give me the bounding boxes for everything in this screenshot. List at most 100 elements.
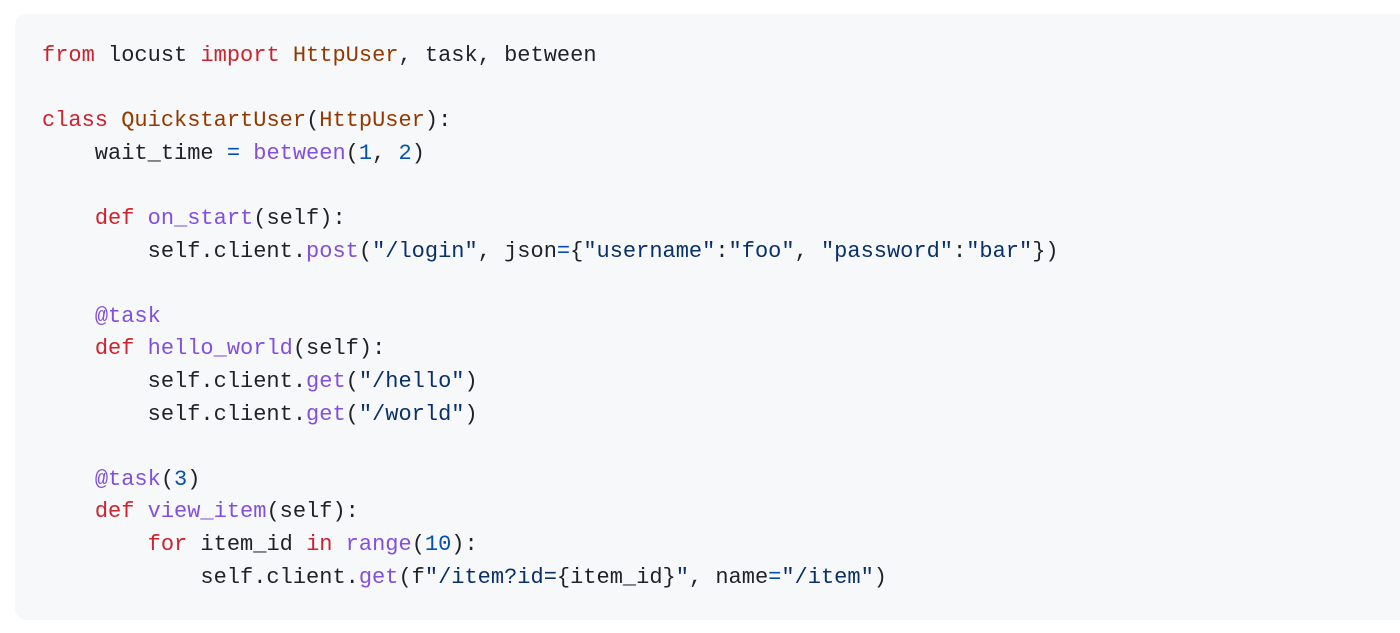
code-token: ) <box>873 564 887 590</box>
code-token <box>42 336 95 361</box>
code-token: ( <box>306 108 320 134</box>
code-line-15: def view_item(self): <box>42 496 1400 529</box>
code-token: ) <box>411 140 425 166</box>
code-token <box>42 206 95 231</box>
code-token: self.client. <box>42 238 307 264</box>
code-line-5 <box>42 170 1400 203</box>
code-token: ( <box>411 531 425 557</box>
code-token: view_item <box>147 499 267 525</box>
code-token: @task <box>94 466 161 492</box>
code-line-2 <box>42 73 1400 106</box>
code-line-9: @task <box>42 301 1400 334</box>
code-token: def <box>94 336 135 362</box>
code-token: hello_world <box>147 336 293 362</box>
code-token: "password" <box>820 238 953 264</box>
code-token: = <box>556 238 571 264</box>
code-token: range <box>345 531 412 557</box>
code-line-4: wait_time = between(1, 2) <box>42 138 1400 171</box>
code-token: "username" <box>583 238 716 264</box>
code-token <box>332 532 345 557</box>
code-token: ) <box>187 466 201 492</box>
code-token: 1 <box>358 140 373 166</box>
code-token: get <box>306 368 346 394</box>
code-token: "/login" <box>372 238 478 264</box>
code-line-12: self.client.get("/world") <box>42 399 1400 432</box>
code-token: locust <box>94 43 201 68</box>
code-token: item_id <box>187 531 307 557</box>
code-token: get <box>358 564 399 590</box>
code-line-1: from locust import HttpUser, task, betwe… <box>42 40 1400 73</box>
code-token <box>134 206 147 231</box>
code-token: "bar" <box>966 238 1033 264</box>
code-token <box>42 499 95 524</box>
code-line-6: def on_start(self): <box>42 203 1400 236</box>
code-token: "foo" <box>728 238 795 264</box>
code-token: self.client. <box>42 401 307 427</box>
code-token: "/hello" <box>358 368 465 394</box>
code-token <box>280 43 293 68</box>
code-token: ( <box>345 140 359 166</box>
code-line-7: self.client.post("/login", json={"userna… <box>42 236 1400 269</box>
code-token: (f <box>398 564 425 590</box>
code-token: , json <box>477 238 557 264</box>
code-token <box>42 304 95 329</box>
code-token: , task, between <box>398 43 597 68</box>
code-line-14: @task(3) <box>42 464 1400 497</box>
code-token: on_start <box>147 205 254 231</box>
code-token: ) <box>464 368 478 394</box>
code-token: @task <box>94 303 161 329</box>
code-token: "/item?id= <box>424 564 557 590</box>
code-token: def <box>94 499 135 525</box>
code-token: "/world" <box>358 401 465 427</box>
code-token: 2 <box>398 140 412 166</box>
code-token: post <box>306 238 359 264</box>
code-token: , name <box>688 564 769 590</box>
code-token: ( <box>345 368 359 394</box>
code-token: ( <box>358 238 373 264</box>
code-token: (self): <box>292 336 386 362</box>
code-token: get <box>306 401 346 427</box>
code-token <box>134 336 147 361</box>
code-line-3: class QuickstartUser(HttpUser): <box>42 105 1400 138</box>
code-block: from locust import HttpUser, task, betwe… <box>15 14 1400 620</box>
code-token: { <box>570 238 584 264</box>
code-token: (self): <box>266 499 359 525</box>
code-line-11: self.client.get("/hello") <box>42 366 1400 399</box>
code-token: self.client. <box>42 368 307 394</box>
code-token <box>108 108 121 133</box>
code-token: HttpUser <box>292 43 399 68</box>
code-token: HttpUser <box>319 108 425 134</box>
code-token: from <box>42 43 95 68</box>
code-token: ): <box>424 108 452 134</box>
code-token: ) <box>464 401 478 427</box>
code-token: between <box>253 140 346 166</box>
code-token <box>134 499 147 524</box>
code-token: = <box>768 564 782 590</box>
code-line-17: self.client.get(f"/item?id={item_id}", n… <box>42 562 1400 595</box>
code-token: : <box>715 238 729 264</box>
code-token: ): <box>451 531 478 557</box>
code-token: : <box>953 238 967 264</box>
code-token: import <box>200 43 280 68</box>
code-token <box>240 141 253 166</box>
code-line-13 <box>42 431 1400 464</box>
code-line-10: def hello_world(self): <box>42 333 1400 366</box>
code-token <box>42 467 95 492</box>
code-lines: from locust import HttpUser, task, betwe… <box>42 40 1400 594</box>
code-token: {item_id} <box>556 564 676 590</box>
code-token: ( <box>345 401 359 427</box>
code-token: wait_time <box>42 140 227 166</box>
code-token: class <box>42 108 109 134</box>
code-token: QuickstartUser <box>121 108 307 134</box>
code-line-8 <box>42 268 1400 301</box>
code-token: 10 <box>424 531 452 557</box>
code-content: from locust import HttpUser, task, betwe… <box>42 40 1400 594</box>
code-token: self.client. <box>42 564 359 590</box>
code-line-16: for item_id in range(10): <box>42 529 1400 562</box>
code-token: in <box>306 531 333 557</box>
code-token: }) <box>1032 238 1059 264</box>
code-token: for <box>147 531 188 557</box>
code-token: "/item" <box>781 564 874 590</box>
code-token: " <box>675 564 689 590</box>
code-token: 3 <box>174 466 188 492</box>
